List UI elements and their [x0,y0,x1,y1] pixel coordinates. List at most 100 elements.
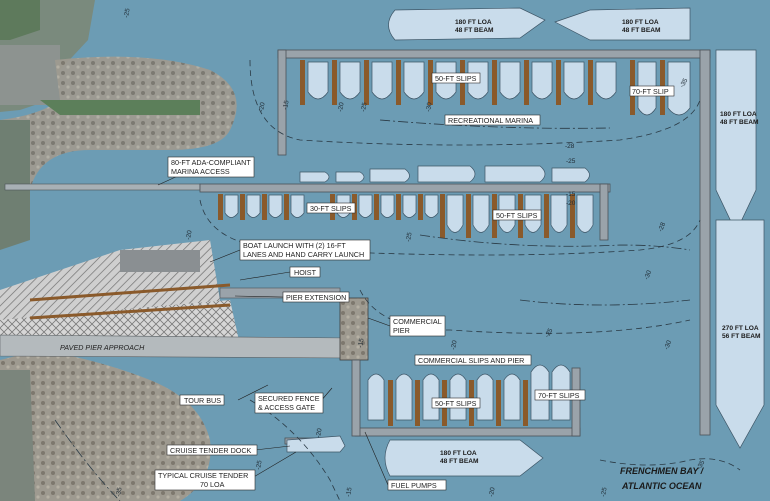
callout-50ft-slips-bottom: 50-FT SLIPS [435,399,477,408]
dock-commercial [354,427,581,437]
finger-pier [466,194,471,238]
slip-vessel [422,373,440,421]
callout-box-hoist [289,266,321,278]
depth-label: -15 [566,191,576,198]
callout-secured-fence-line1: SECURED FENCE [258,394,320,403]
vessel-east-lower [715,219,765,449]
vessel-top-right [554,7,691,41]
callout-box-fuel-pumps [387,479,447,491]
vessel-loa-label: 270 FT LOA [722,325,759,332]
slip-vessel [446,194,464,233]
callout-ada-line2: MARINA ACCESS [171,167,230,176]
contour-line [519,299,691,306]
contour-line [359,289,691,334]
callout-box-rec-marina [444,114,541,126]
dock-commercial-stem [351,359,361,437]
moored-vessel [299,171,330,183]
finger-pier [240,194,245,220]
callout-box-commercial-slips [414,354,532,366]
rock-revetment-south [0,350,211,501]
depth-label: -25 [255,460,264,471]
finger-pier [524,60,529,105]
vessel-beam-label: 48 FT BEAM [622,27,661,34]
slip-vessel [402,194,417,218]
vessel-east-upper [715,49,757,233]
upland-southwest [0,370,35,501]
callout-box-secured-fence [254,392,324,414]
slip-vessel [550,194,568,233]
depth-label: -25 [123,8,132,19]
slip-vessel [367,373,385,421]
dock-middle-east [599,183,609,241]
depth-label: -15 [345,487,354,498]
callout-boat-launch-line2: LANES AND HAND CARRY LAUNCH [243,250,364,259]
depth-label: -30 [663,339,673,351]
callout-boat-launch-line1: BOAT LAUNCH WITH (2) 16-FT [243,241,346,250]
boat-launch-area [0,240,351,359]
depth-label: -30 [425,102,434,113]
moored-vessel [369,168,410,183]
finger-pier [415,380,420,426]
vessel-loa-label: 180 FT LOA [622,19,659,26]
callout-typical-tender-line2: 70 LOA [200,480,225,489]
recreational-marina-docks [199,49,711,445]
vessel-loa-label: 180 FT LOA [440,450,477,457]
callout-commercial-pier-line1: COMMERCIAL [393,317,442,326]
vessel-loa-label: 180 FT LOA [455,19,492,26]
slip-vessel [503,373,521,421]
callout-cruise-tender-dock: CRUISE TENDER DOCK [170,446,252,455]
depth-label: -35 [696,459,707,471]
dock-commercial-east [571,367,581,437]
slip-vessel [380,194,395,218]
slip-vessel [576,194,594,233]
rock-revetment-north [0,56,237,200]
slip-vessel [246,194,261,218]
depth-labels: -15 -20 -25 -28 -30 -35 -15 -20 -25 -28 … [115,8,707,498]
callout-hoist: HOIST [294,268,317,277]
contour-line [54,419,121,501]
launch-lane-divider [29,283,231,302]
depth-label: -15 [357,338,366,349]
grass-strip [40,100,200,115]
callout-typical-tender-line1: TYPICAL CRUISE TENDER [158,471,248,480]
finger-pier [218,194,223,220]
callout-70ft-slips: 70-FT SLIPS [538,391,580,400]
finger-pier [374,194,379,220]
callouts: 80-FT ADA-COMPLIANT MARINA ACCESS 30-FT … [60,72,675,491]
slip-vessel [667,61,691,116]
callout-70ft-slip: 70-FT SLIP [632,87,669,96]
middle-row-slips [218,194,594,238]
ada-access-walkway [4,183,201,191]
moored-vessel [484,165,546,183]
parking-lot [0,45,60,105]
moored-vessel [417,165,476,183]
finger-pier [440,194,445,238]
slip-vessel [339,61,361,100]
depth-label: -25 [544,327,555,339]
callout-box-typical-tender [154,469,256,491]
label-paved-pier-approach: PAVED PIER APPROACH [60,343,145,352]
callout-box-50ft-top [431,72,481,84]
finger-pier [388,380,393,426]
callout-50ft-slips-top: 50-FT SLIPS [435,74,477,83]
callout-box-tender-dock [166,444,258,456]
callout-pier-extension: PIER EXTENSION [286,293,346,302]
moored-vessel [335,171,365,183]
callout-box-70ft-top [629,85,675,97]
slip-vessel [449,373,467,421]
slip-vessel [595,61,617,100]
depth-label: -20 [566,200,576,207]
slip-vessel [424,194,439,218]
finger-pier [496,380,501,426]
callout-tour-bus: TOUR BUS [184,396,221,405]
depth-label: -20 [488,487,497,498]
vessel-loa-label: 180 FT LOA [720,111,757,118]
depth-label: -20 [185,230,194,241]
finger-pier [332,60,337,105]
callout-50ft-slips-mid: 50-FT SLIPS [496,211,538,220]
vessel-beam-label: 48 FT BEAM [720,119,759,126]
finger-pier [570,194,575,238]
callout-box-commercial-pier [389,315,446,337]
depth-label: -20 [315,428,324,439]
slip-vessel [472,194,490,233]
